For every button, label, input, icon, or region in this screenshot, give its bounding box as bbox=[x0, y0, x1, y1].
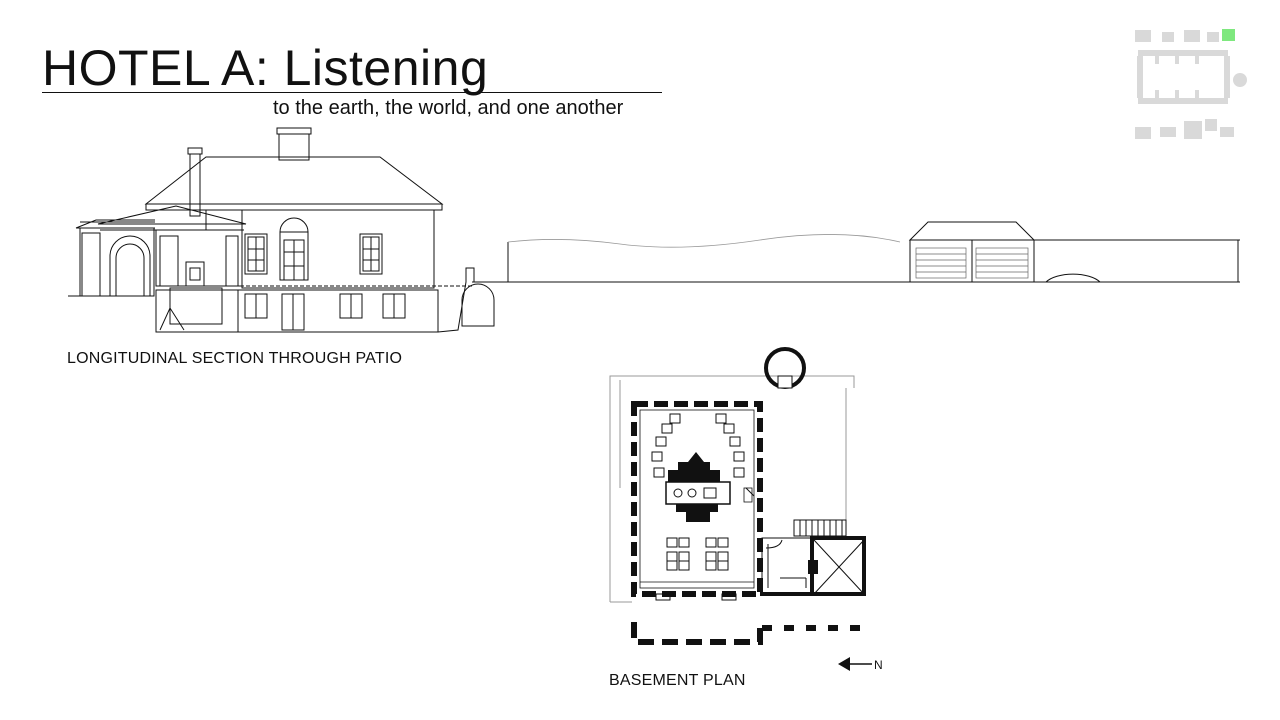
section-drawing-label: LONGITUDINAL SECTION THROUGH PATIO bbox=[67, 350, 403, 367]
basement-plan bbox=[609, 347, 872, 671]
north-arrow-label: N bbox=[874, 658, 883, 672]
key-plan bbox=[1135, 29, 1247, 139]
key-plan-highlight bbox=[1222, 29, 1235, 41]
longitudinal-section bbox=[68, 127, 1240, 333]
title-underline bbox=[42, 92, 662, 93]
page-subtitle: to the earth, the world, and one another bbox=[273, 97, 624, 119]
page-title: HOTEL A: Listening bbox=[42, 40, 489, 96]
plan-drawing-label: BASEMENT PLAN bbox=[609, 672, 746, 689]
